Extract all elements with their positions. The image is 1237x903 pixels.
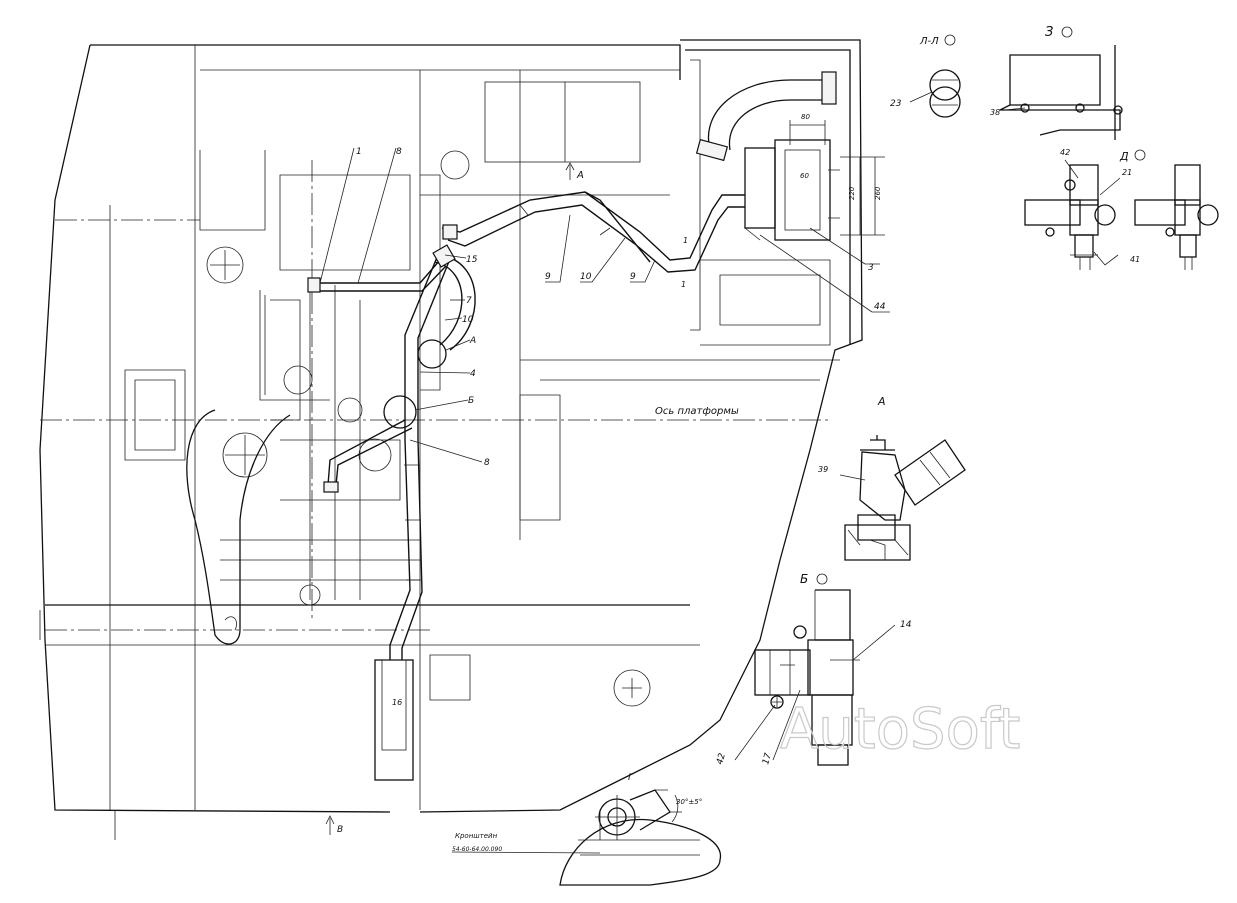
callout-10b: 10	[580, 272, 592, 282]
view-d: Д	[1024, 149, 1219, 270]
callout-8a: 8	[396, 147, 402, 157]
view-b: Б	[734, 572, 896, 766]
callout-9a: 9	[545, 272, 551, 282]
callout-9b: 9	[630, 272, 636, 282]
dim-1a: 1	[683, 236, 688, 245]
callout-4: 4	[470, 369, 476, 379]
view-b-label: Б	[800, 572, 808, 586]
view-d-label: Д	[1119, 150, 1129, 163]
view-arrow-v: В	[337, 825, 343, 835]
detail-a: А	[839, 395, 966, 561]
callout-23: 23	[890, 99, 902, 109]
bracket-code: 54-60-64.00.090	[452, 846, 502, 853]
callout-A: А	[469, 336, 476, 346]
callout-41: 41	[1130, 255, 1140, 264]
callout-B: Б	[468, 396, 474, 406]
filter-assembly	[695, 71, 885, 241]
dim-260: 260	[874, 186, 882, 200]
dim-60: 60	[800, 172, 809, 180]
callout-21: 21	[1122, 168, 1132, 177]
callout-1: 1	[356, 147, 362, 157]
view-z-label: З	[1045, 25, 1053, 40]
callout-38: 38	[990, 108, 1000, 117]
dim-angle: 30°±5°	[676, 798, 702, 806]
view-g: Г	[559, 773, 721, 886]
callout-44: 44	[874, 302, 886, 312]
platform-axis-label: Ось платформы	[655, 406, 739, 417]
view-g-label: Г	[628, 773, 634, 783]
callout-17: 17	[761, 752, 774, 766]
dim-80: 80	[801, 113, 810, 121]
callout-15: 15	[466, 255, 478, 265]
callout-3: 3	[868, 263, 874, 273]
view-arrow-a: А	[576, 170, 584, 181]
bracket-title: Кронштейн	[455, 832, 498, 840]
callout-42b: 42	[715, 752, 728, 766]
leader-lines	[319, 147, 890, 463]
watermark: AutoSoft	[780, 697, 1021, 762]
centerlines	[40, 219, 830, 631]
frame-outlines	[39, 39, 863, 840]
callout-7: 7	[466, 296, 472, 306]
callouts: 1 8 15 7 10 А 4 Б 8 9 10 9 44 3 42 21 41…	[356, 99, 1140, 766]
hose-assembly: 16	[307, 191, 745, 781]
dim-220: 220	[848, 186, 856, 200]
view-z: З	[999, 25, 1123, 140]
section-ll-label: Л-Л	[919, 36, 939, 47]
callout-14: 14	[900, 620, 912, 630]
detail-a-label: А	[877, 395, 886, 408]
detail-circle-b	[383, 395, 417, 429]
label-16: 16	[392, 698, 402, 707]
callout-8b: 8	[484, 458, 490, 468]
callout-39: 39	[818, 465, 828, 474]
section-ll: Л-Л	[909, 34, 961, 118]
callout-42a: 42	[1060, 148, 1070, 157]
detail-circle-a	[417, 339, 447, 369]
dim-1b: 1	[681, 280, 686, 289]
callout-10a: 10	[462, 315, 474, 325]
